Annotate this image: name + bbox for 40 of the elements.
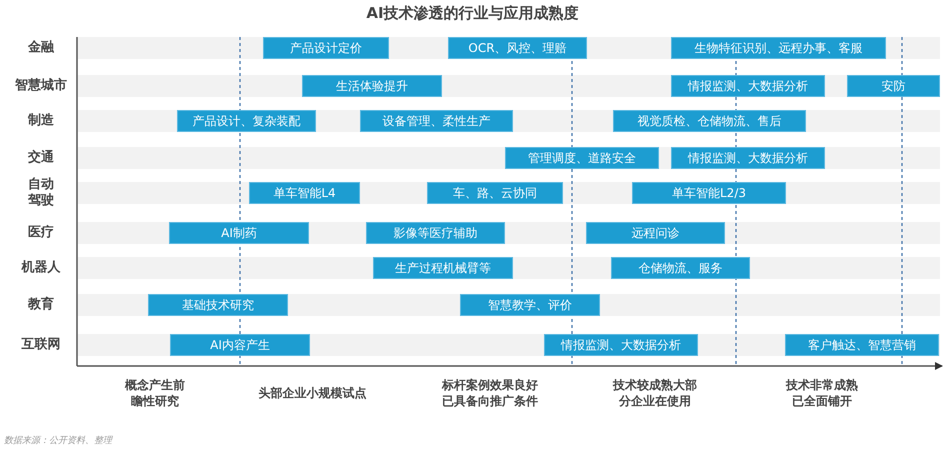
application-bar: 情报监测、大数据分析 xyxy=(671,75,825,97)
application-bar: 生物特征识别、远程办事、客服 xyxy=(671,37,886,59)
application-bar: 客户触达、智慧营销 xyxy=(785,334,939,356)
source-note: 数据来源：公开资料、整理 xyxy=(4,434,112,447)
application-bar: AI制药 xyxy=(169,222,309,244)
application-bar: 影像等医疗辅助 xyxy=(366,222,505,244)
application-bar: 生活体验提升 xyxy=(302,75,442,97)
application-bar: 产品设计、复杂装配 xyxy=(177,110,316,132)
application-bar: 情报监测、大数据分析 xyxy=(544,334,698,356)
application-bar: 生产过程机械臂等 xyxy=(373,257,513,279)
stage-label: 头部企业小规模试点 xyxy=(258,385,368,401)
stage-label: 标杆案例效果良好已具备向推广条件 xyxy=(440,377,539,409)
row-label: 自动驾驶 xyxy=(27,177,55,209)
stage-label: 概念产生前瞻性研究 xyxy=(124,377,186,409)
application-bar: 车、路、云协同 xyxy=(427,182,563,204)
row-label: 制造 xyxy=(26,113,55,129)
application-bar: OCR、风控、理赔 xyxy=(448,37,587,59)
application-bar: 单车智能L2/3 xyxy=(632,182,786,204)
application-bar: 远程问诊 xyxy=(586,222,725,244)
row-label: 机器人 xyxy=(20,260,62,276)
row-label: 金融 xyxy=(27,40,55,56)
row-label: 智慧城市 xyxy=(14,78,68,94)
application-bar: 智慧教学、评价 xyxy=(460,294,600,316)
application-bar: 产品设计定价 xyxy=(263,37,389,59)
row-label: 医疗 xyxy=(27,225,55,241)
application-bar: AI内容产生 xyxy=(170,334,310,356)
row-label: 教育 xyxy=(26,297,55,313)
application-bar: 安防 xyxy=(847,75,940,97)
chart-title: AI技术渗透的行业与应用成熟度 xyxy=(365,4,580,23)
application-bar: 设备管理、柔性生产 xyxy=(360,110,513,132)
application-bar: 管理调度、道路安全 xyxy=(505,147,659,169)
row-label: 互联网 xyxy=(20,337,62,353)
application-bar: 基础技术研究 xyxy=(148,294,288,316)
application-bar: 仓储物流、服务 xyxy=(611,257,750,279)
application-bar: 情报监测、大数据分析 xyxy=(671,147,825,169)
application-bar: 单车智能L4 xyxy=(249,182,360,204)
row-label: 交通 xyxy=(27,150,55,166)
application-bar: 视觉质检、仓储物流、售后 xyxy=(613,110,806,132)
stage-label: 技术非常成熟已全面铺开 xyxy=(784,377,859,409)
stage-label: 技术较成熟大部分企业在使用 xyxy=(612,377,698,409)
